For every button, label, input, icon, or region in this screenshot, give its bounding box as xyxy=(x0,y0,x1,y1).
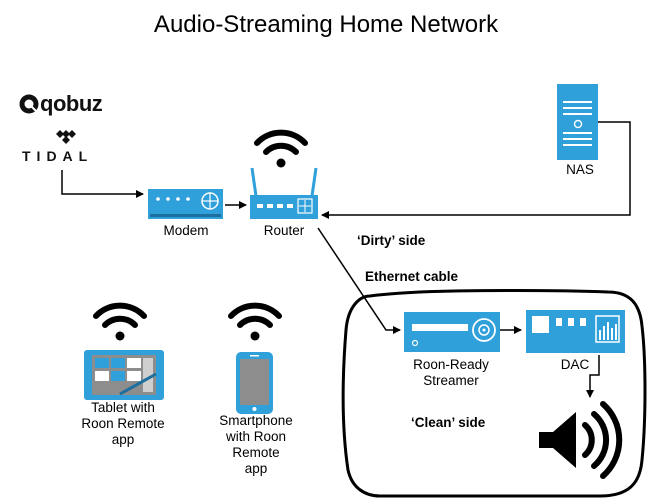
dirty-side-label: ‘Dirty’ side xyxy=(357,233,426,248)
smartphone-label-line2: with Roon xyxy=(225,429,287,444)
router-device xyxy=(250,167,318,219)
ethernet-cable-label: Ethernet cable xyxy=(365,269,459,284)
wifi-icon xyxy=(228,302,282,341)
wifi-icon xyxy=(93,302,147,341)
tidal-logo-icon xyxy=(56,130,76,144)
nas-to-router-line xyxy=(321,121,631,219)
diagram-title: Audio-Streaming Home Network xyxy=(153,11,499,38)
modem-device xyxy=(148,189,223,219)
tablet-label-line1: Tablet with xyxy=(91,400,155,415)
tablet-device xyxy=(84,350,164,400)
modem-label: Modem xyxy=(163,223,209,238)
tidal-wordmark: TIDAL xyxy=(22,148,94,164)
dac-to-speaker-line xyxy=(586,355,600,398)
tablet-label-line3: app xyxy=(111,432,135,447)
qobuz-wordmark: qobuz xyxy=(40,91,103,116)
dac-label: DAC xyxy=(560,357,590,372)
nas-label: NAS xyxy=(566,162,594,177)
dac-device xyxy=(526,310,625,353)
speaker-icon xyxy=(539,401,623,479)
streamer-device xyxy=(404,312,500,352)
streamer-label-line1: Roon-Ready xyxy=(413,357,489,372)
streamer-label-line2: Streamer xyxy=(423,373,479,388)
wifi-icon xyxy=(254,129,308,168)
smartphone-label-line3: Remote xyxy=(232,445,280,460)
qobuz-logo-icon xyxy=(19,94,39,114)
clean-side-enclosure xyxy=(341,289,647,498)
smartphone-label-line4: app xyxy=(244,461,268,476)
nas-device xyxy=(557,84,598,160)
ethernet-cable-line xyxy=(317,227,401,334)
router-label: Router xyxy=(263,223,305,238)
smartphone-label-line1: Smartphone xyxy=(219,413,293,428)
tidal-to-modem-line xyxy=(61,170,144,198)
clean-side-label: ‘Clean’ side xyxy=(411,415,486,430)
smartphone-device xyxy=(236,352,273,414)
tablet-label-line2: Roon Remote xyxy=(81,416,165,431)
